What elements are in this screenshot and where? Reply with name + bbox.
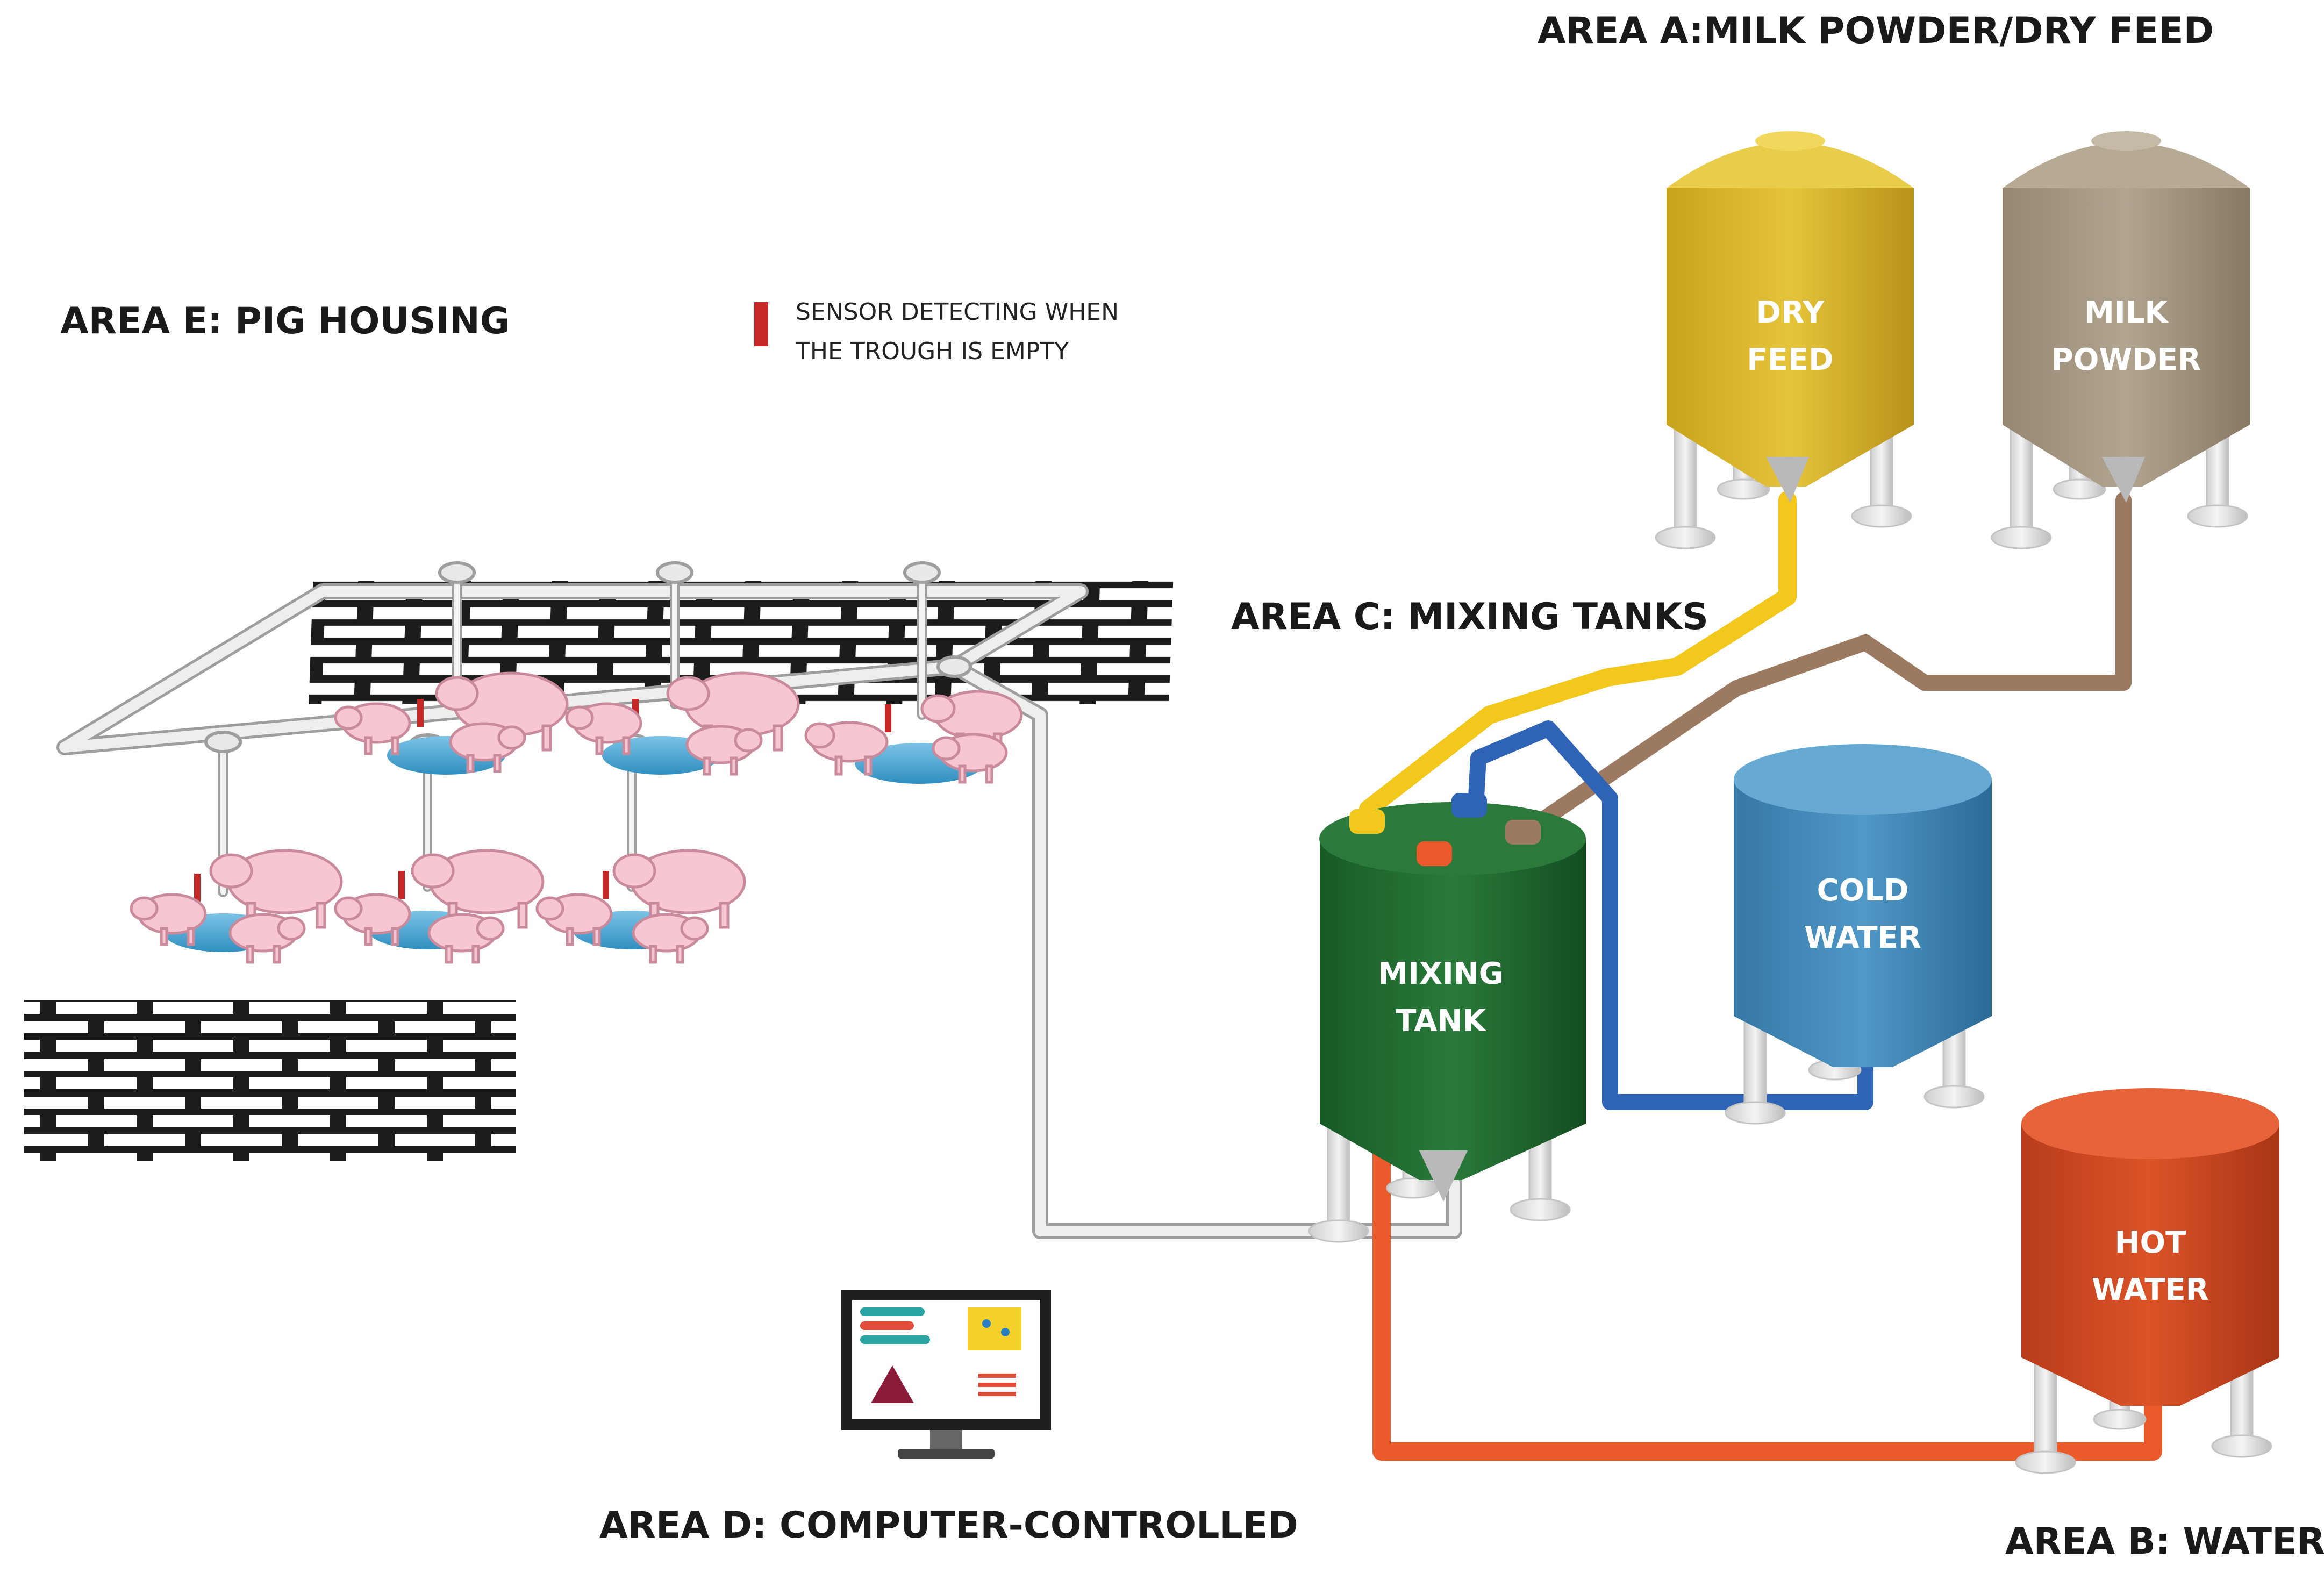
pig-icon	[565, 702, 642, 755]
pig-icon	[334, 893, 411, 946]
hot-water-label-1: HOT	[2115, 1225, 2186, 1260]
pig-icon	[632, 913, 709, 964]
pig-icon	[228, 913, 306, 964]
pig-icon	[685, 725, 763, 776]
milk-powder-label-2: POWDER	[2051, 342, 2201, 377]
hot-water-label-2: WATER	[2092, 1272, 2209, 1307]
milk-powder-silo	[1991, 131, 2250, 549]
dry-feed-label-1: DRY	[1756, 295, 1825, 330]
sensor-legend-swatch	[754, 302, 768, 346]
area-e-label: AREA E: PIG HOUSING	[60, 300, 510, 342]
mixing-tank-inlets	[1349, 793, 1541, 866]
sensor-legend-line1: SENSOR DETECTING WHEN	[796, 298, 1119, 326]
dry-feed-pipe	[1359, 491, 1797, 818]
dry-feed-label-2: FEED	[1747, 342, 1833, 377]
dry-feed-silo	[1655, 131, 1914, 549]
cold-water-label-2: WATER	[1804, 920, 1921, 955]
area-a-label: AREA A:MILK POWDER/DRY FEED	[1538, 10, 2214, 52]
mixing-tank	[1308, 793, 1586, 1243]
pig-icon	[535, 893, 613, 946]
pig-icon	[427, 913, 505, 964]
milk-powder-label-1: MILK	[2084, 295, 2169, 330]
computer-monitor-icon	[841, 1290, 1051, 1459]
mixing-tank-label-2: TANK	[1396, 1004, 1487, 1039]
pig-icon	[334, 702, 411, 755]
pig-icon	[932, 733, 1008, 784]
sensor-legend: SENSOR DETECTING WHEN THE TROUGH IS EMPT…	[754, 298, 1119, 365]
pig-icon	[804, 721, 889, 776]
milk-powder-pipe	[1527, 492, 2132, 833]
pig-icon	[449, 722, 526, 773]
area-d-label: AREA D: COMPUTER-CONTROLLED	[599, 1504, 1298, 1547]
pig-icon	[612, 849, 746, 929]
pig-icon	[209, 849, 343, 929]
mixing-tank-label-1: MIXING	[1378, 956, 1503, 991]
area-b-label: AREA B: WATER	[2005, 1520, 2324, 1563]
sensor-legend-line2: THE TROUGH IS EMPTY	[795, 338, 1069, 365]
cold-water-pipe	[1468, 720, 1873, 1110]
hot-water-tank	[2015, 1088, 2279, 1474]
pig-icon	[435, 671, 569, 752]
cold-water-tank	[1725, 744, 1992, 1125]
pig-icon	[130, 893, 207, 946]
cold-water-label-1: COLD	[1817, 873, 1909, 908]
pigs	[130, 671, 1023, 964]
area-c-label: AREA C: MIXING TANKS	[1231, 596, 1708, 638]
front-brick-wall	[24, 1000, 516, 1161]
